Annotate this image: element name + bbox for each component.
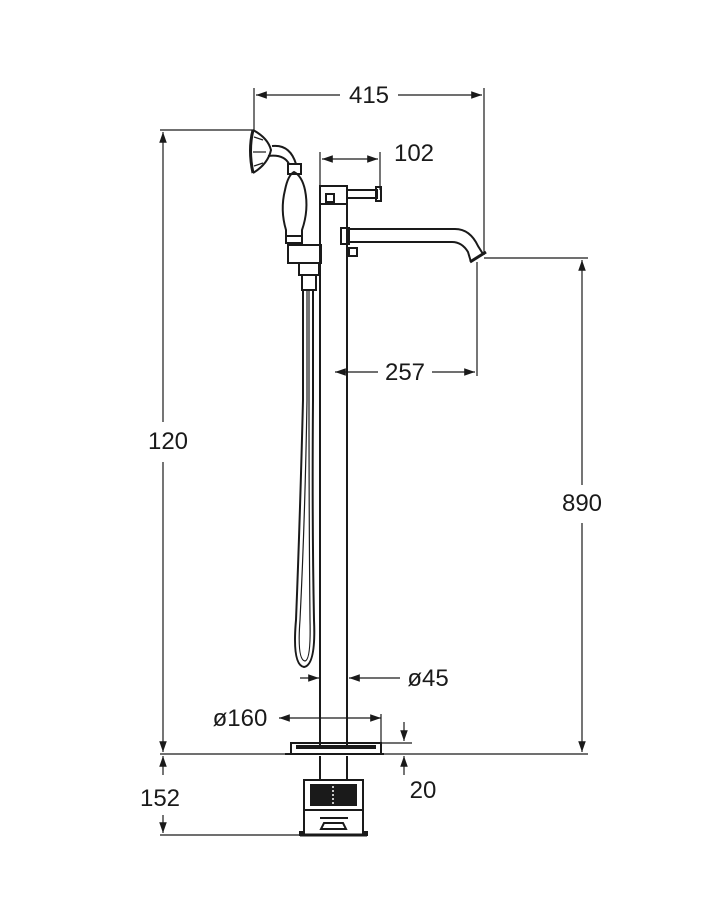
faucet-body <box>249 129 487 745</box>
dimension-labels: 415 102 257 120 890 ø45 ø160 20 152 <box>140 82 602 812</box>
dim-spout-reach: 257 <box>385 359 425 386</box>
dim-width-total: 415 <box>349 82 389 109</box>
dim-pipe-diameter: ø45 <box>407 665 448 692</box>
dim-height-total: 120 <box>148 428 188 455</box>
underfloor-mounting <box>299 756 368 837</box>
dim-base-thickness: 20 <box>410 777 437 804</box>
dim-base-diameter: ø160 <box>213 705 268 732</box>
dim-below-floor: 152 <box>140 785 180 812</box>
dim-spout-height: 890 <box>562 490 602 517</box>
dim-handle-offset: 102 <box>394 140 434 167</box>
faucet-base <box>285 742 384 755</box>
